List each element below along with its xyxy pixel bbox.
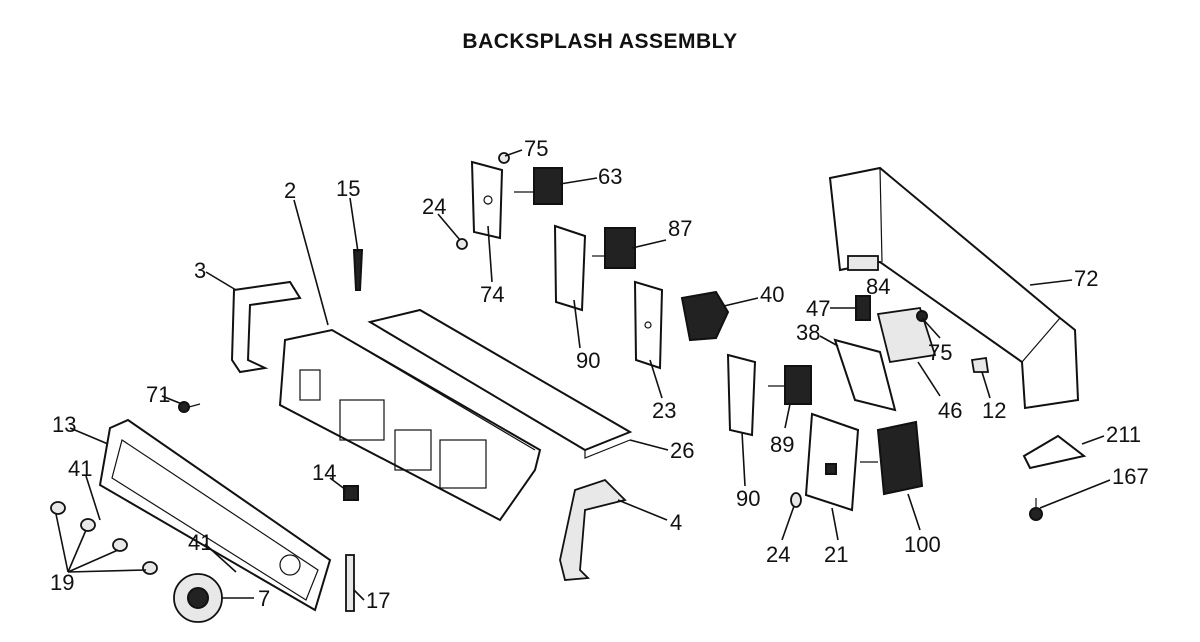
part-2-console-housing: [278, 328, 542, 522]
part-24-screw-upper: [456, 238, 468, 250]
part-167-screw: [1029, 498, 1043, 521]
part-12-clip: [970, 356, 990, 373]
callout-63: 63: [598, 164, 622, 189]
leader-lines: [55, 149, 1111, 601]
part-24-screw-lower: [790, 492, 802, 508]
callout-40: 40: [760, 282, 784, 307]
part-4-bracket: [559, 478, 627, 581]
callout-14: 14: [312, 460, 336, 485]
callout-87: 87: [668, 216, 692, 241]
callout-41-lower: 41: [188, 530, 212, 555]
part-3-bracket: [230, 280, 302, 374]
callout-2: 2: [284, 178, 296, 203]
callout-23: 23: [652, 398, 676, 423]
callout-74: 74: [480, 282, 504, 307]
callout-21: 21: [824, 542, 848, 567]
diagram-title: BACKSPLASH ASSEMBLY: [462, 30, 738, 53]
callout-89: 89: [770, 432, 794, 457]
part-15-screw: [352, 249, 364, 291]
callout-72: 72: [1074, 266, 1098, 291]
callout-211: 211: [1106, 422, 1141, 447]
callout-167: 167: [1112, 464, 1149, 489]
callout-12: 12: [982, 398, 1006, 423]
part-13-front-panel: [98, 418, 332, 612]
callout-75-lower: 75: [928, 340, 952, 365]
part-63-switch: [514, 167, 563, 205]
part-40-switch: [680, 290, 730, 342]
callout-labels: 75 63 15 2 24 87 3 74 40 84 72 47 75 90 …: [50, 136, 1149, 613]
callout-24-upper: 24: [422, 194, 446, 219]
part-87-switch: [592, 227, 636, 269]
part-89-switch: [768, 365, 812, 405]
callout-13: 13: [52, 412, 76, 437]
part-21-board: [804, 412, 860, 512]
callout-15: 15: [336, 176, 360, 201]
part-100-timer: [860, 420, 924, 496]
callout-41-upper: 41: [68, 456, 92, 481]
callout-90-upper: 90: [576, 348, 600, 373]
part-17-rod: [345, 554, 355, 612]
part-14-clip: [343, 485, 359, 501]
part-47-clip: [855, 295, 871, 321]
part-74-plate: [470, 160, 504, 240]
part-26-top-strip: [367, 308, 633, 459]
callout-3: 3: [194, 258, 206, 283]
part-23-plate: [633, 280, 664, 370]
callout-75-upper: 75: [524, 136, 548, 161]
part-72-backsplash-cover: [828, 166, 1080, 410]
part-19-small-knobs: [50, 501, 158, 575]
callout-84: 84: [866, 274, 890, 299]
callout-71: 71: [146, 382, 170, 407]
callout-19: 19: [50, 570, 74, 595]
callout-17: 17: [366, 588, 390, 613]
part-90-bracket-lower: [726, 353, 757, 437]
part-211-hinge: [1022, 434, 1087, 470]
callout-47: 47: [806, 296, 830, 321]
part-38-mount: [833, 338, 897, 412]
callout-24-lower: 24: [766, 542, 790, 567]
callout-100: 100: [904, 532, 941, 557]
part-75-screw-lower: [916, 310, 928, 322]
callout-38: 38: [796, 320, 820, 345]
callout-4: 4: [670, 510, 682, 535]
callout-26: 26: [670, 438, 694, 463]
part-7-knob: [173, 573, 223, 623]
callout-90-lower: 90: [736, 486, 760, 511]
callout-46: 46: [938, 398, 962, 423]
callout-7: 7: [258, 586, 270, 611]
part-90-bracket-upper: [553, 224, 587, 312]
